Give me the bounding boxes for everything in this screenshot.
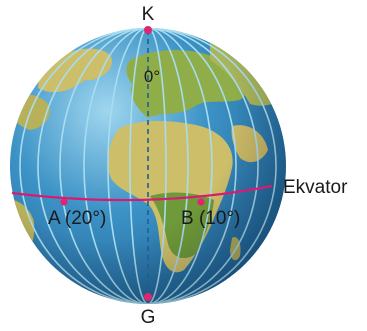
point-b-marker — [197, 198, 205, 206]
point-a-label: A (20°) — [48, 208, 106, 229]
equator-label: Ekvator — [283, 177, 348, 198]
point-a-marker — [60, 198, 68, 206]
south-pole-label: G — [141, 307, 156, 328]
prime-meridian-label: 0° — [144, 67, 160, 86]
equator-line — [11, 184, 273, 202]
point-b-label: B (10°) — [181, 208, 240, 229]
north-pole-label: K — [142, 4, 155, 25]
south-pole-marker — [144, 293, 152, 301]
north-pole-marker — [144, 26, 152, 34]
